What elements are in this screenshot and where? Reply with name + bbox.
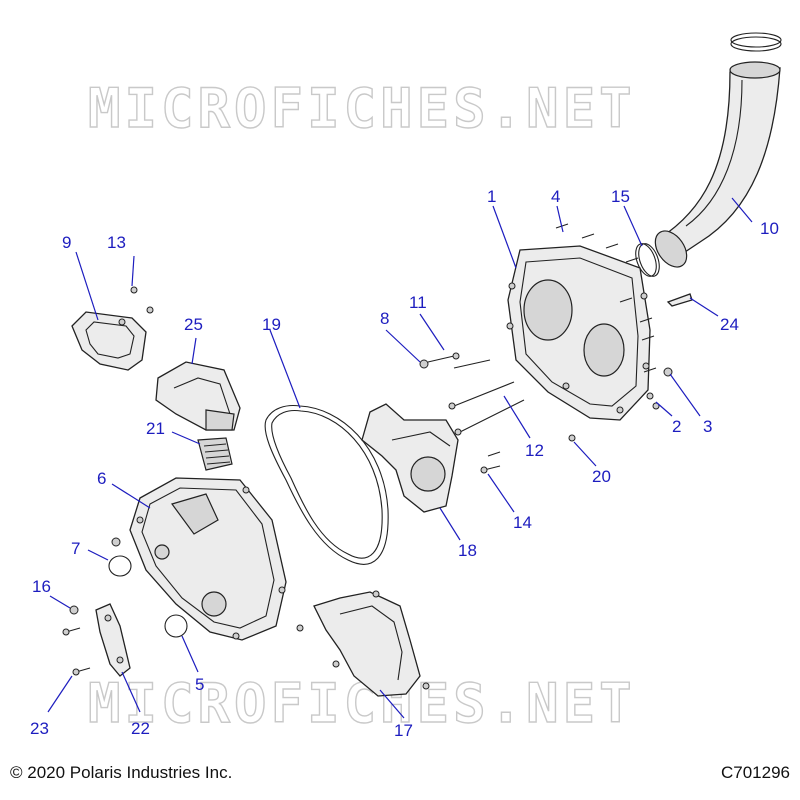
drive-belt-part-19[interactable]: [264, 404, 389, 565]
air-duct-part-10[interactable]: [649, 32, 782, 273]
bolt-part-16[interactable]: [69, 605, 79, 615]
callout-17: 17: [394, 721, 413, 740]
copyright-text: © 2020 Polaris Industries Inc.: [10, 763, 233, 782]
callout-15: 15: [611, 187, 630, 206]
o-ring-part-5[interactable]: [164, 614, 188, 638]
callout-7: 7: [71, 539, 80, 558]
callout-24: 24: [720, 315, 739, 334]
callout-14: 14: [513, 513, 532, 532]
bolt-part-11[interactable]: [427, 352, 491, 369]
callout-9: 9: [62, 233, 71, 252]
callout-11: 11: [409, 293, 427, 312]
leader-lines: [47, 197, 753, 719]
callout-16: 16: [32, 577, 51, 596]
callout-2: 2: [672, 417, 681, 436]
callout-6: 6: [97, 469, 106, 488]
intake-duct-part-25[interactable]: [155, 361, 241, 431]
callout-25: 25: [184, 315, 203, 334]
drawing-id: C701296: [720, 763, 790, 782]
callout-22: 22: [131, 719, 150, 738]
bolts-part-14[interactable]: [480, 451, 501, 474]
lower-heat-shield-part-17[interactable]: [296, 590, 430, 697]
callout-19: 19: [262, 315, 281, 334]
mount-bracket-part-22[interactable]: [95, 603, 131, 677]
callout-5: 5: [195, 675, 204, 694]
callout-1: 1: [487, 187, 496, 206]
fastener-part-2[interactable]: [646, 392, 660, 410]
long-bolts-part-12[interactable]: [448, 381, 525, 436]
callout-20: 20: [592, 467, 611, 486]
watermark-bottom: MICROFICHES.NET: [88, 672, 636, 735]
callout-10: 10: [760, 219, 779, 238]
frame-bracket-part-9[interactable]: [71, 311, 147, 371]
outer-clutch-cover-part-1[interactable]: [506, 245, 651, 421]
screw-part-13[interactable]: [130, 286, 154, 314]
bracket-part-24[interactable]: [666, 293, 693, 307]
callout-4: 4: [551, 187, 560, 206]
washer-part-8[interactable]: [419, 359, 429, 369]
callout-13: 13: [107, 233, 126, 252]
filter-screen-part-21[interactable]: [197, 437, 233, 471]
callout-8: 8: [380, 309, 389, 328]
callout-12: 12: [525, 441, 544, 460]
pin-part-20[interactable]: [568, 434, 576, 442]
callout-21: 21: [146, 419, 165, 438]
callout-3: 3: [703, 417, 712, 436]
inner-clutch-cover-part-6[interactable]: [129, 477, 287, 641]
bolts-part-23[interactable]: [62, 627, 91, 676]
hose-clamp-part-15[interactable]: [632, 241, 664, 279]
watermark-top: MICROFICHES.NET: [88, 77, 636, 140]
callout-23: 23: [30, 719, 49, 738]
callout-labels: 1 2 3 4 5 6 7 8 9 10 11 12 13 14 15 16 1…: [30, 187, 779, 740]
callout-18: 18: [458, 541, 477, 560]
shield-plate-part-18[interactable]: [361, 403, 459, 513]
o-ring-part-7[interactable]: [108, 555, 132, 577]
